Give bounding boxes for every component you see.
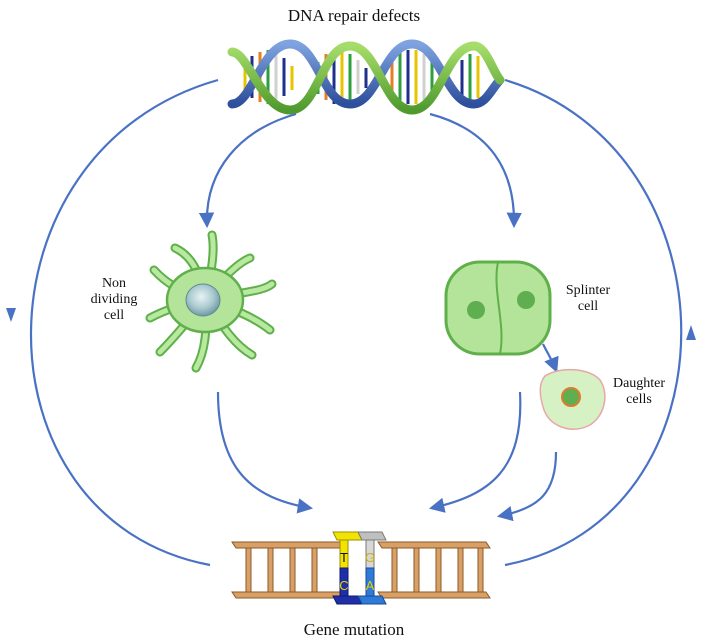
outer-left-arrow [29,78,219,567]
non-dividing-line-2: dividing [90,292,138,308]
arrow-dna-to-splinter [429,112,522,229]
arrow-nondividing-to-mutation [216,391,314,514]
outer-right-arrow [504,78,683,567]
base-letter-t: T [340,550,348,565]
arrow-dna-to-nondividing [198,112,297,229]
arrow-splinter-to-daughter [542,343,559,373]
splinter-cell-icon [444,260,552,356]
mutated-dna-ladder-icon: T G C A [231,531,491,605]
outer-left-arrowhead [6,308,16,322]
bottom-label: Gene mutation [303,620,405,639]
base-letter-c: C [339,578,348,593]
daughter-line-1: Daughter [612,376,666,391]
daughter-cells-label: Daughter cells [604,376,674,408]
non-dividing-line-3: cell [103,308,125,324]
non-dividing-line-1: Non [101,276,127,291]
splinter-line-2: cell [577,299,599,315]
arrow-daughter-to-mutation [496,451,558,522]
arrow-splinter-to-mutation [428,391,522,513]
daughter-cell-icon [539,368,606,430]
splinter-cell-label: Splinter cell [556,283,620,315]
dna-helix-icon [227,39,505,115]
non-dividing-cell-icon [145,230,277,373]
outer-right-arrowhead [686,325,696,340]
base-letter-a: A [366,578,375,593]
top-label: DNA repair defects [287,6,421,25]
splinter-line-1: Splinter [565,283,611,298]
base-letter-g: G [365,550,375,565]
non-dividing-cell-label: Non dividing cell [84,276,144,324]
daughter-line-2: cells [626,392,652,408]
